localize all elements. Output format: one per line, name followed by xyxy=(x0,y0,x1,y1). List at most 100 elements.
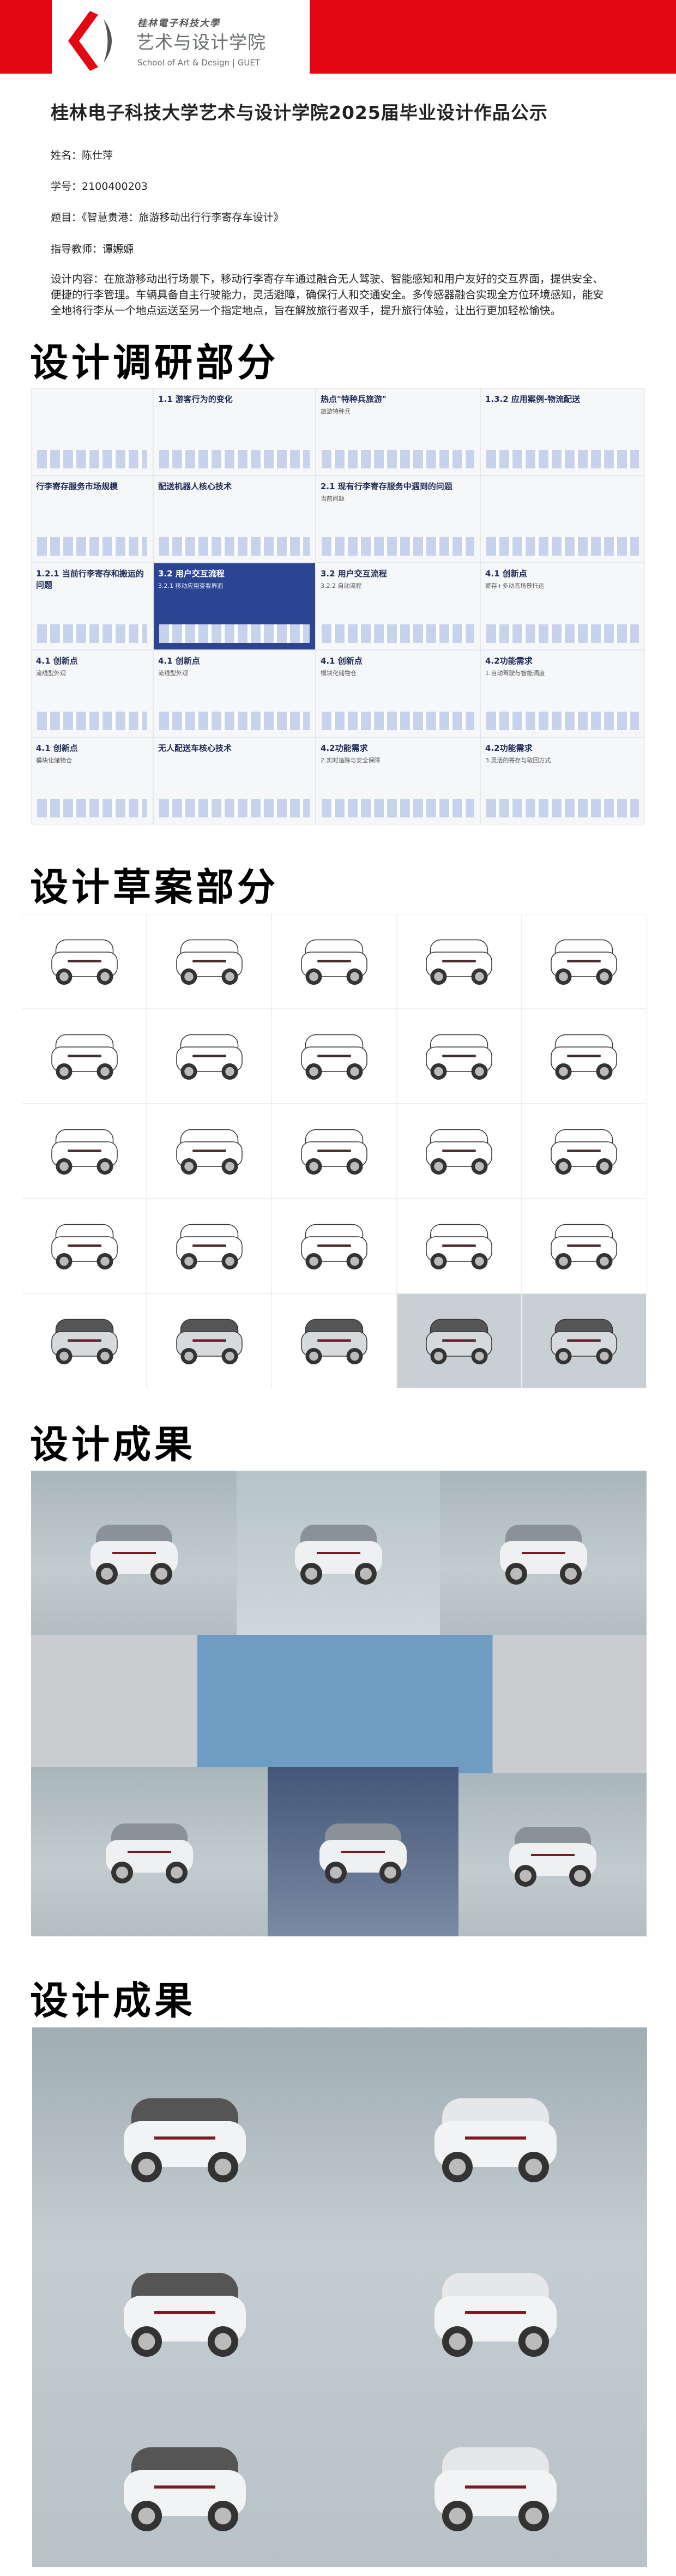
vehicle-sketch-icon xyxy=(293,1027,375,1086)
research-slide: 热点"特种兵旅游"旅游特种兵 xyxy=(316,388,480,476)
vehicle-sketch-icon xyxy=(543,1217,625,1276)
section-title-sketch: 设计草案部分 xyxy=(30,865,279,910)
logo-text-school: 艺术与设计学院 xyxy=(136,32,266,53)
sketch-drawing xyxy=(147,1293,272,1388)
slide-title: 4.2功能需求 xyxy=(321,743,368,753)
research-slide: 4.1 创新点流线型外观 xyxy=(31,650,153,737)
sketch-drawing xyxy=(396,1009,522,1104)
sketch-drawing xyxy=(147,914,272,1009)
slide-subtitle: 当前问题 xyxy=(321,495,345,502)
section-title-result-2: 设计成果 xyxy=(30,1978,196,2023)
vehicle-render-icon xyxy=(309,1813,418,1891)
research-slide: 1.2.1 当前行李寄存和搬运的问题 xyxy=(31,563,153,650)
slide-subtitle: 模块化储物仓 xyxy=(321,670,357,677)
slide-graphic xyxy=(37,712,147,730)
vehicle-sketch-icon xyxy=(543,1122,625,1181)
vehicle-sketch-icon xyxy=(418,1122,500,1181)
render-collage-1 xyxy=(31,1471,647,1936)
research-slide: 3.2 用户交互流程 3.2.2 自动流程 xyxy=(316,563,480,650)
school-logo: 桂林電子科技大學 艺术与设计学院 School of Art & Design … xyxy=(52,0,310,74)
sketch-drawing xyxy=(22,1199,147,1293)
research-slide: 3.2 用户交互流程 3.2.1 移动应用查看界面 xyxy=(153,563,316,650)
sketch-drawing xyxy=(396,1104,522,1199)
slide-graphic xyxy=(322,799,474,817)
slide-graphic xyxy=(159,712,310,730)
render-rear-view xyxy=(440,1471,647,1635)
student-id: 学号：2100400203 xyxy=(51,180,148,192)
slide-title: 1.3.2 应用案例-物流配送 xyxy=(485,394,581,404)
slide-graphic xyxy=(486,537,639,556)
research-slide xyxy=(480,476,645,563)
render-street-car xyxy=(268,1767,458,1936)
render-side-angle-view xyxy=(458,1773,647,1936)
slide-title: 4.1 创新点 xyxy=(321,656,363,666)
slide-title: 3.2 用户交互流程 xyxy=(321,569,387,579)
research-grid: 1.1 游客行为的变化热点"特种兵旅游"旅游特种兵 1.3.2 应用案例-物流配送… xyxy=(31,388,645,824)
design-description: 设计内容：在旅游移动出行场景下，移动行李寄存车通过融合无人驾驶、智能感知和用户友… xyxy=(51,273,604,317)
vehicle-render-icon xyxy=(80,1514,189,1592)
slide-graphic xyxy=(37,799,147,817)
vehicle-sketch-icon xyxy=(418,1217,500,1276)
section-title-research: 设计调研部分 xyxy=(30,340,279,385)
vehicle-sketch-icon xyxy=(293,932,375,991)
slide-subtitle: 2.实时追踪与安全保障 xyxy=(321,757,381,764)
slide-graphic xyxy=(37,624,147,643)
slide-graphic xyxy=(37,537,147,556)
vehicle-sketch-icon xyxy=(168,1311,250,1371)
vehicle-render-icon xyxy=(489,1514,598,1592)
sketch-drawing xyxy=(147,1009,272,1104)
vehicle-render-icon xyxy=(284,1514,393,1592)
slide-subtitle: 模块化储物仓 xyxy=(36,757,72,764)
sketch-drawing xyxy=(396,914,522,1009)
sketch-drawing xyxy=(521,1293,647,1388)
slide-title: 4.2功能需求 xyxy=(485,656,533,666)
slide-graphic xyxy=(486,624,639,643)
slide-title: 1.2.1 当前行李寄存和搬运的问题 xyxy=(36,569,144,590)
vehicle-render-icon xyxy=(419,2256,572,2368)
slide-graphic xyxy=(159,799,310,817)
vehicle-sketch-icon xyxy=(168,1027,250,1086)
logo-mark-icon xyxy=(68,11,112,71)
slide-title: 4.1 创新点 xyxy=(36,743,78,753)
vehicle-render-icon xyxy=(419,2431,572,2542)
vehicle-sketch-icon xyxy=(44,1311,125,1371)
slide-title: 无人配送车核心技术 xyxy=(158,743,232,753)
slide-subtitle: 3.2.1 移动应用查看界面 xyxy=(158,582,224,589)
sketch-drawing xyxy=(271,914,397,1009)
slide-graphic xyxy=(322,450,474,468)
sketch-drawing xyxy=(521,914,647,1009)
research-slide: 4.1 创新点模块化储物仓 xyxy=(31,737,153,824)
research-slide: 1.3.2 应用案例-物流配送 xyxy=(480,388,645,476)
research-slide: 行李寄存服务市场规模 xyxy=(31,476,153,563)
slide-title: 行李寄存服务市场规模 xyxy=(36,482,118,491)
research-slide xyxy=(31,388,153,476)
sketch-drawing xyxy=(147,1104,272,1199)
slide-subtitle: 流线型外观 xyxy=(36,670,66,677)
section-title-result-1: 设计成果 xyxy=(30,1422,196,1467)
research-slide: 2.1 现有行李寄存服务中遇到的问题当前问题 xyxy=(316,476,480,563)
sketch-drawing xyxy=(396,1199,522,1293)
research-slide: 4.1 创新点寄存+多动态场景托运 xyxy=(480,563,645,650)
logo-text-en: School of Art & Design | GUET xyxy=(137,58,260,68)
sketch-drawing xyxy=(271,1293,397,1388)
research-slide: 1.1 游客行为的变化 xyxy=(153,388,316,476)
research-slide: 配送机器人核心技术 xyxy=(153,476,316,563)
slide-subtitle: 3.2.2 自动流程 xyxy=(321,582,362,589)
slide-graphic xyxy=(486,799,639,817)
advisor: 指导教师：谭嫄嫄 xyxy=(51,243,134,255)
sketch-drawing xyxy=(147,1199,272,1293)
slide-graphic xyxy=(159,624,310,643)
slide-title: 3.2 用户交互流程 xyxy=(158,569,225,579)
vehicle-render-icon xyxy=(498,1816,607,1894)
vehicle-sketch-icon xyxy=(168,1122,250,1181)
slide-graphic xyxy=(159,450,310,468)
render-front-view xyxy=(31,1471,237,1635)
vehicle-render-icon xyxy=(108,2256,261,2368)
research-slide: 4.1 创新点流线型外观 xyxy=(153,650,316,737)
vehicle-render-icon xyxy=(419,2082,572,2193)
vehicle-render-icon xyxy=(95,1813,204,1891)
sketch-drawing xyxy=(521,1199,647,1293)
research-slide: 4.2功能需求 2.实时追踪与安全保障 xyxy=(316,737,480,824)
